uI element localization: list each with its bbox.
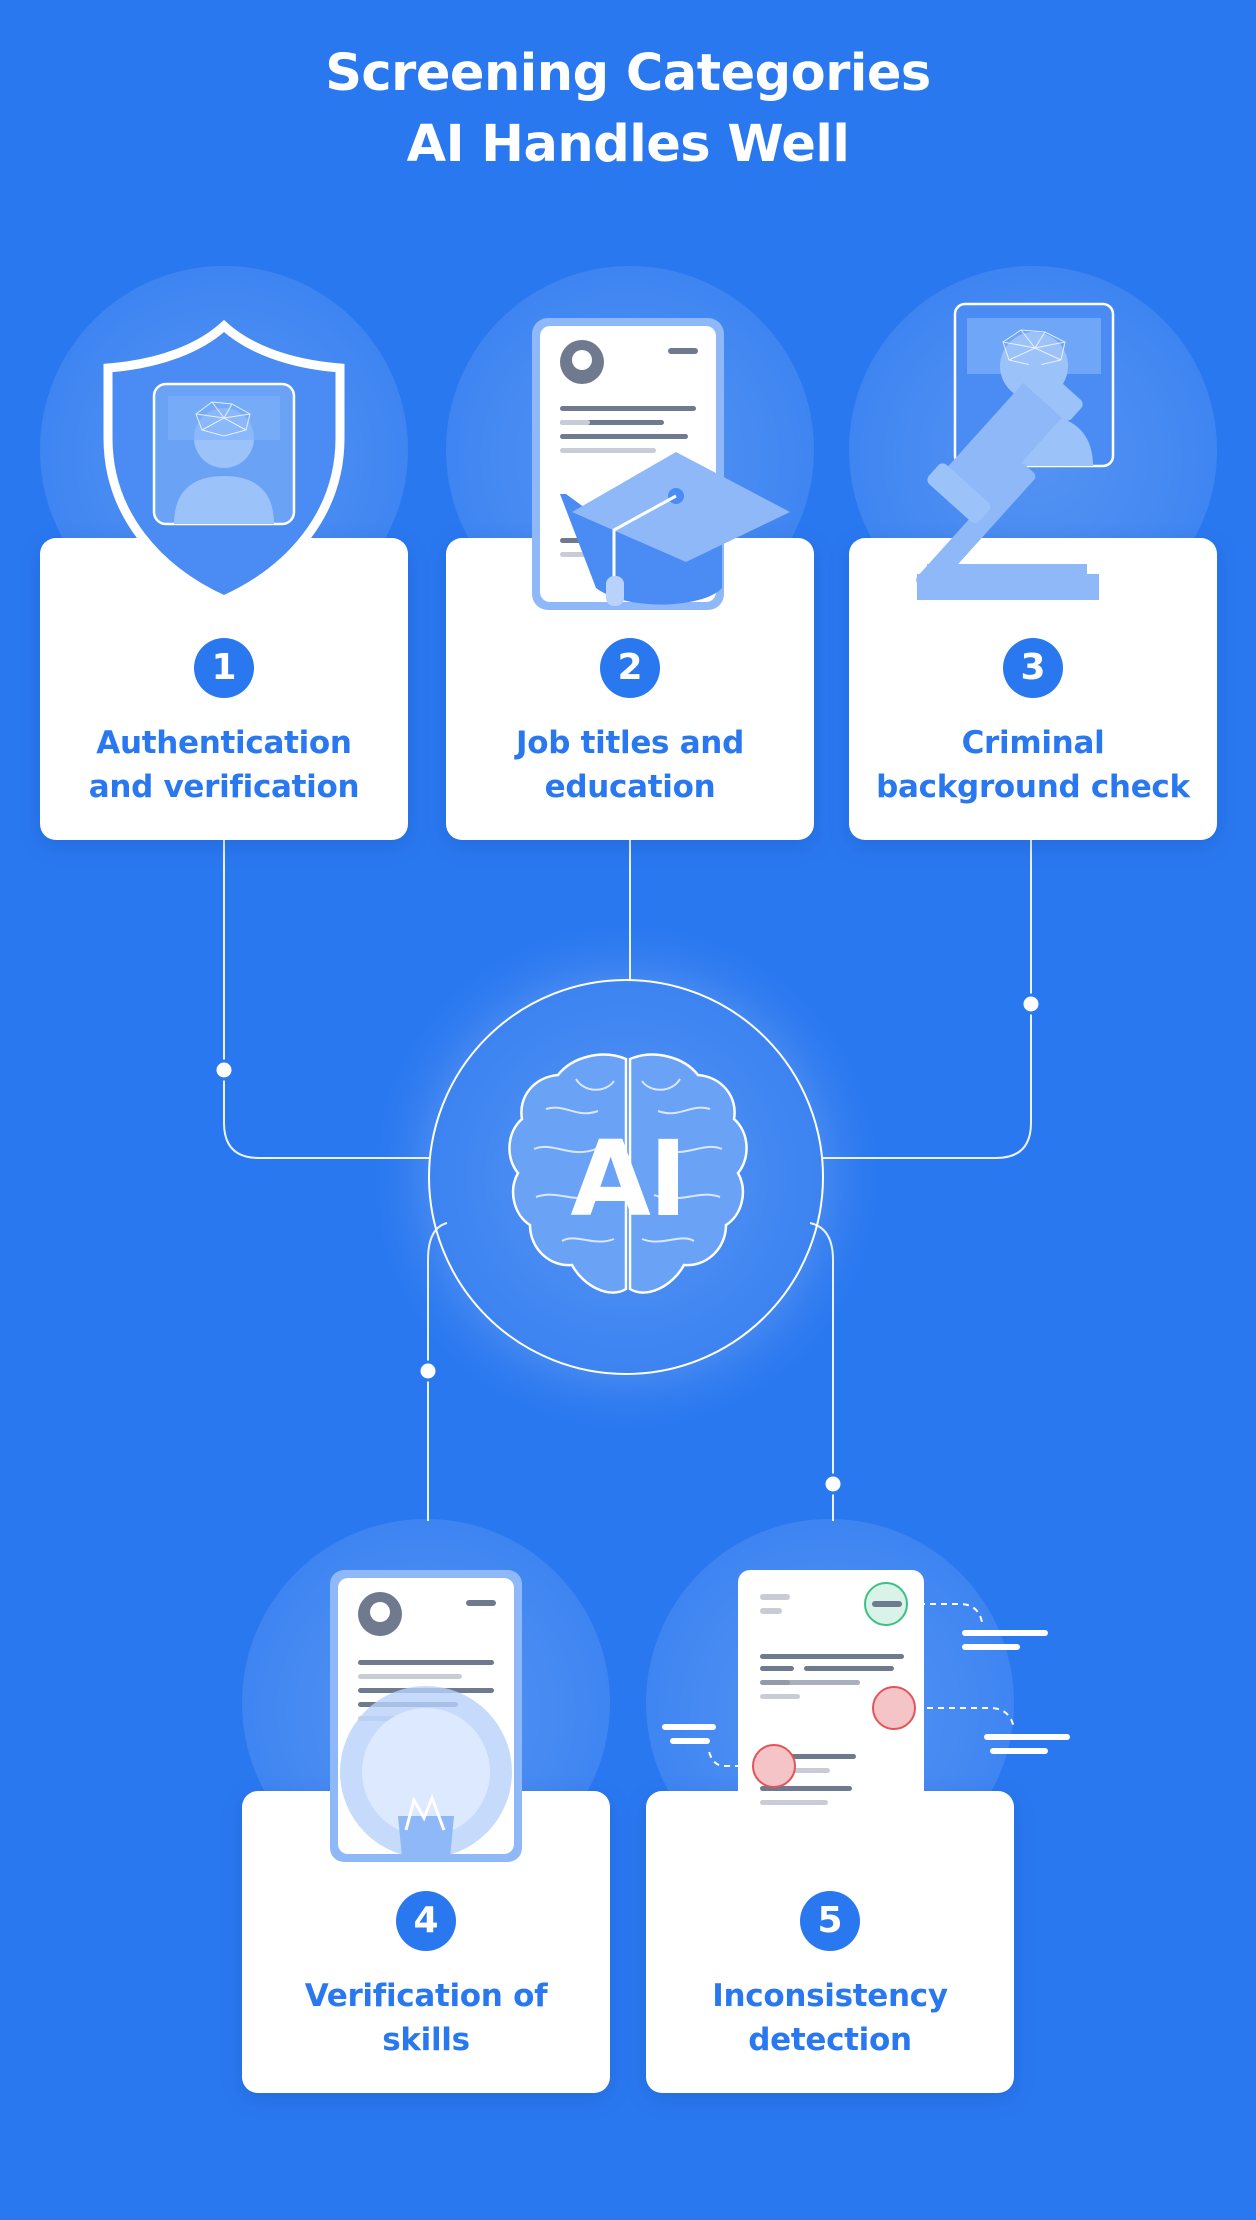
ai-hub: AI — [428, 979, 824, 1375]
face-scan-gavel-icon — [916, 302, 1115, 600]
resume-graduation-cap-icon — [532, 318, 790, 610]
document-flagged-lines-icon — [662, 1570, 1070, 1860]
shield-face-scan-icon — [103, 319, 345, 605]
connector-dot-5 — [822, 1473, 844, 1495]
connector-dot-3 — [1020, 993, 1042, 1015]
category-number-5: 5 — [800, 1891, 860, 1951]
connector-3 — [822, 840, 1032, 1159]
category-number-3: 3 — [1003, 638, 1063, 698]
brain-icon — [508, 1053, 748, 1294]
resume-lightbulb-icon — [330, 1570, 522, 1862]
ai-label: AI — [570, 1118, 687, 1240]
category-number-1: 1 — [194, 638, 254, 698]
title-line-2: AI Handles Well — [406, 115, 850, 174]
connector-dot-1 — [213, 1059, 235, 1081]
category-number-2: 2 — [600, 638, 660, 698]
title-line-1: Screening Categories — [325, 44, 931, 103]
connector-dot-4 — [417, 1360, 439, 1382]
connector-1 — [223, 840, 430, 1159]
category-number-4: 4 — [396, 1891, 456, 1951]
page-title: Screening Categories AI Handles Well — [0, 38, 1256, 180]
